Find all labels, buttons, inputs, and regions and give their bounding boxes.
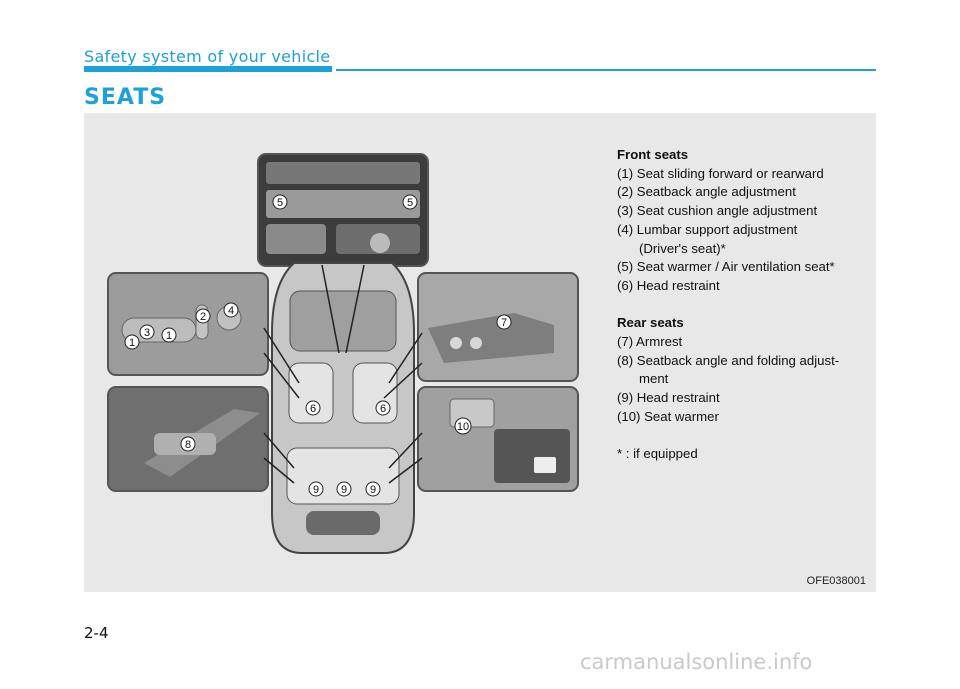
seat-diagram: 1 3 1 2 4 5 5 6 6 7 8 9 9 9 10: [84, 113, 604, 592]
callout-9c: 9: [366, 482, 380, 496]
inset-armrest: [418, 273, 578, 381]
callout-5a: 5: [273, 195, 287, 209]
car-top-view: [272, 263, 414, 553]
page-title: SEATS: [84, 85, 166, 110]
callout-9a: 9: [309, 482, 323, 496]
callout-3: 3: [140, 325, 154, 339]
callout-2: 2: [196, 309, 210, 323]
header-rule-thin: [336, 69, 876, 71]
front-seats-heading: Front seats: [617, 146, 867, 165]
legend-item: (10) Seat warmer: [617, 408, 867, 427]
callout-7: 7: [497, 315, 511, 329]
svg-text:6: 6: [310, 403, 316, 415]
svg-text:2: 2: [200, 311, 206, 323]
inset-seat-switches: [108, 273, 268, 375]
header-rule-thick: [84, 66, 332, 72]
rear-seats-heading: Rear seats: [617, 314, 867, 333]
svg-text:5: 5: [277, 197, 283, 209]
legend-item: (4) Lumbar support adjustment: [617, 221, 867, 240]
page-number: 2-4: [84, 624, 109, 642]
legend-spacer: [617, 427, 867, 446]
legend-spacer: [617, 296, 867, 315]
callout-1b: 1: [162, 328, 176, 342]
legend-item: (1) Seat sliding forward or rearward: [617, 165, 867, 184]
section-label: Safety system of your vehicle: [84, 47, 330, 66]
callout-6b: 6: [376, 401, 390, 415]
svg-text:6: 6: [380, 403, 386, 415]
legend: Front seats (1) Seat sliding forward or …: [617, 146, 867, 464]
legend-item: (9) Head restraint: [617, 389, 867, 408]
legend-item: ment: [617, 370, 867, 389]
callout-5b: 5: [403, 195, 417, 209]
inset-control-panel: [258, 154, 428, 266]
callout-8: 8: [181, 437, 195, 451]
legend-item: (5) Seat warmer / Air ventilation seat*: [617, 258, 867, 277]
svg-text:7: 7: [501, 317, 507, 329]
callout-1a: 1: [125, 335, 139, 349]
svg-text:1: 1: [129, 337, 135, 349]
legend-item: (6) Head restraint: [617, 277, 867, 296]
watermark: carmanualsonline.info: [580, 650, 812, 674]
svg-text:5: 5: [407, 197, 413, 209]
footnote: * : if equipped: [617, 445, 867, 464]
figure-code: OFE038001: [807, 575, 866, 587]
callout-4: 4: [224, 303, 238, 317]
svg-text:9: 9: [313, 484, 319, 496]
legend-item: (8) Seatback angle and folding adjust-: [617, 352, 867, 371]
svg-text:9: 9: [370, 484, 376, 496]
legend-item: (Driver's seat)*: [617, 240, 867, 259]
svg-text:3: 3: [144, 327, 150, 339]
legend-item: (7) Armrest: [617, 333, 867, 352]
legend-item: (2) Seatback angle adjustment: [617, 183, 867, 202]
inset-seat-warmer: [418, 387, 578, 491]
figure-panel: 1 3 1 2 4 5 5 6 6 7 8 9 9 9 10 Front sea…: [84, 113, 876, 592]
callout-9b: 9: [337, 482, 351, 496]
svg-text:8: 8: [185, 439, 191, 451]
svg-text:4: 4: [228, 305, 234, 317]
callout-6a: 6: [306, 401, 320, 415]
svg-text:9: 9: [341, 484, 347, 496]
legend-item: (3) Seat cushion angle adjustment: [617, 202, 867, 221]
svg-text:10: 10: [457, 421, 469, 433]
svg-text:1: 1: [166, 330, 172, 342]
callout-10: 10: [455, 418, 471, 434]
